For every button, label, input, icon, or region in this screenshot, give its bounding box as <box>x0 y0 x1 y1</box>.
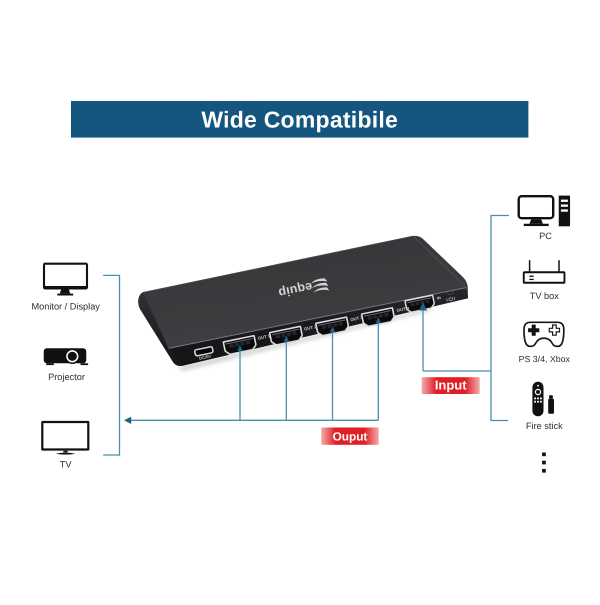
svg-text:PC: PC <box>539 231 552 241</box>
svg-text:Projector: Projector <box>48 372 85 382</box>
svg-text:Ouput: Ouput <box>333 430 368 444</box>
svg-text:Fire stick: Fire stick <box>526 421 563 431</box>
svg-text:Wide Compatibile: Wide Compatibile <box>201 107 398 133</box>
svg-text:TV box: TV box <box>530 291 560 301</box>
svg-text:Monitor / Display: Monitor / Display <box>31 301 100 311</box>
svg-text:TV: TV <box>60 460 73 470</box>
svg-text:PS 3/4, Xbox: PS 3/4, Xbox <box>519 354 571 364</box>
svg-text:Input: Input <box>435 377 467 392</box>
